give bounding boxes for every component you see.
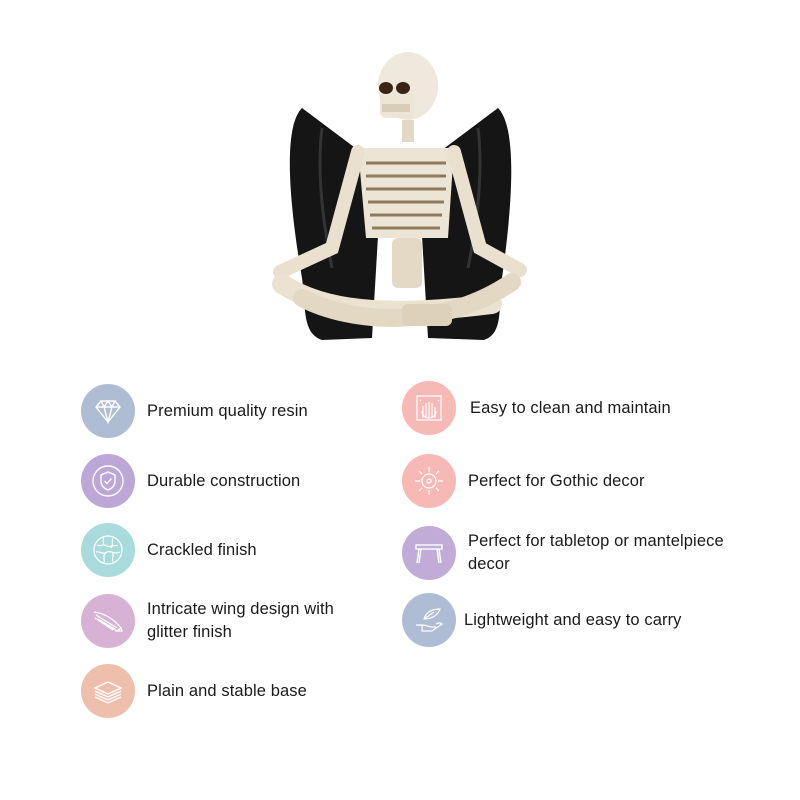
shield-check-icon — [81, 454, 135, 508]
feature-label: Lightweight and easy to carry — [464, 610, 682, 629]
diamond-icon — [81, 384, 135, 438]
feather-hand-icon — [402, 593, 456, 647]
feature-label: Intricate wing design with glitter finis… — [147, 600, 334, 641]
feature-item-gothic-decor: Perfect for Gothic decor — [402, 454, 645, 508]
feature-label: Perfect for Gothic decor — [468, 471, 645, 490]
feature-label: Premium quality resin — [147, 401, 308, 420]
feature-item-durable: Durable construction — [81, 454, 300, 508]
feature-item-lightweight: Lightweight and easy to carry — [402, 593, 682, 647]
sun-eye-icon — [402, 454, 456, 508]
wing-icon — [81, 594, 135, 648]
feature-item-crackled: Crackled finish — [81, 523, 257, 577]
feature-label: Perfect for tabletop or mantelpiece deco… — [468, 532, 724, 573]
feature-item-tabletop-decor: Perfect for tabletop or mantelpiece deco… — [402, 526, 758, 580]
crackle-icon — [81, 523, 135, 577]
feature-label: Durable construction — [147, 471, 301, 490]
feature-item-wing-design: Intricate wing design with glitter finis… — [81, 594, 367, 648]
cleaning-hand-icon — [402, 381, 456, 435]
feature-item-easy-clean: Easy to clean and maintain — [402, 381, 671, 435]
feature-label: Crackled finish — [147, 540, 257, 559]
product-image — [262, 48, 538, 348]
feature-item-premium-resin: Premium quality resin — [81, 384, 308, 438]
feature-label: Easy to clean and maintain — [470, 398, 671, 417]
table-icon — [402, 526, 456, 580]
feature-item-stable-base: Plain and stable base — [81, 664, 307, 718]
layers-icon — [81, 664, 135, 718]
feature-label: Plain and stable base — [147, 681, 307, 700]
